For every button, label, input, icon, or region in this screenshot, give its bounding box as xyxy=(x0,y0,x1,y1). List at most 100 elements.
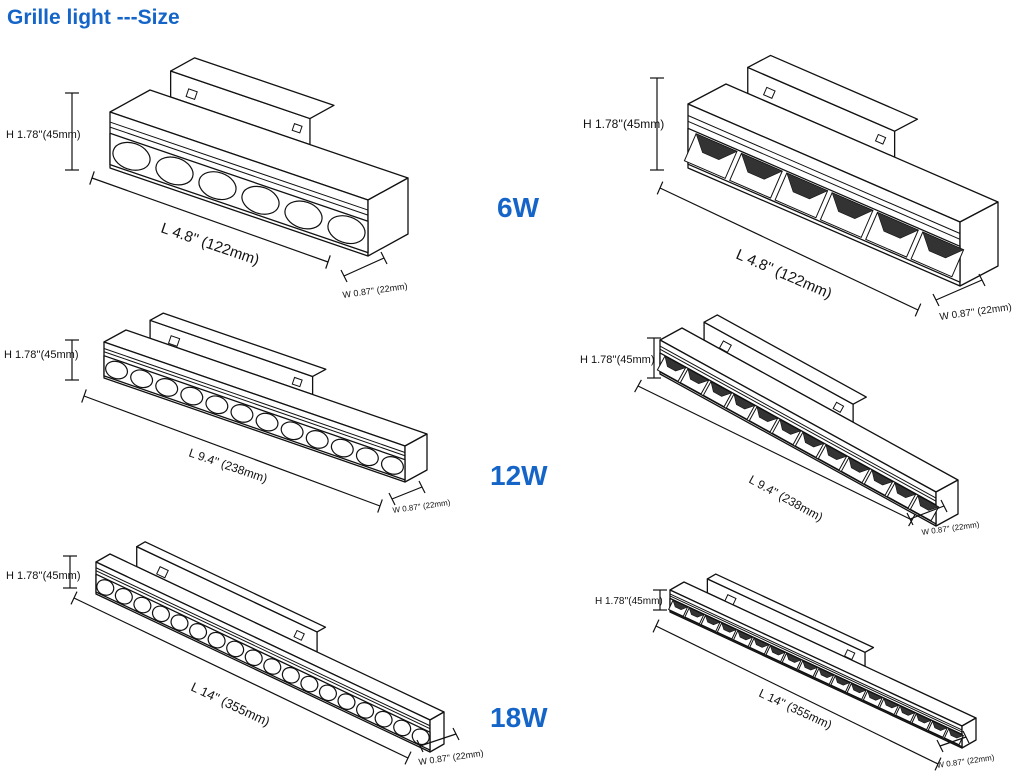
grille-cell xyxy=(817,444,848,471)
row-18w-right-fixture xyxy=(668,573,977,749)
grille-baffle xyxy=(687,368,710,385)
grille-baffle xyxy=(753,637,770,648)
height-label: H 1.78''(45mm) xyxy=(6,570,81,582)
width-dimension-tick xyxy=(380,251,388,265)
grille-baffle xyxy=(737,629,754,641)
connector-top xyxy=(169,57,335,120)
lens-icon xyxy=(393,719,412,737)
grille-cell xyxy=(749,637,770,655)
lens-icon xyxy=(226,640,245,658)
groove-line xyxy=(687,115,961,234)
row-12w-right-fixture xyxy=(656,314,959,527)
height-label: H 1.78''(45mm) xyxy=(583,117,664,131)
latch-icon xyxy=(293,629,305,641)
length-dimension-tick xyxy=(404,751,412,765)
width-dimension-tick xyxy=(962,730,970,744)
lens-icon xyxy=(327,215,366,245)
grille-cell xyxy=(729,152,783,199)
lens-icon xyxy=(155,378,179,397)
grille-cell xyxy=(895,705,916,723)
lens-icon xyxy=(198,171,237,201)
length-label: L 14'' (355mm) xyxy=(757,686,834,732)
grille-baffle xyxy=(710,380,733,397)
grille-baffle xyxy=(721,622,737,633)
length-dimension-line xyxy=(73,597,409,759)
width-dimension-line xyxy=(935,279,983,301)
lens-icon xyxy=(105,360,129,380)
lens-icon xyxy=(337,693,356,710)
length-dimension-line xyxy=(655,625,939,765)
lens-icon xyxy=(284,200,323,230)
lens-icon xyxy=(305,430,329,449)
latch-icon xyxy=(874,133,887,145)
lens-icon xyxy=(133,596,152,614)
length-dimension-tick xyxy=(652,619,660,633)
row-6w-right-fixture xyxy=(683,54,999,287)
grille-baffle xyxy=(922,231,965,259)
grille-cell xyxy=(656,355,687,382)
width-dimension-tick xyxy=(932,293,940,307)
grille-cell xyxy=(862,690,883,708)
grille-baffle xyxy=(848,456,871,473)
latch-icon xyxy=(185,88,198,101)
grille-cell xyxy=(732,629,754,648)
grille-baffle xyxy=(695,133,738,160)
length-dimension-tick xyxy=(934,757,942,771)
groove-line xyxy=(103,351,406,457)
grille-cell xyxy=(863,469,894,496)
length-dimension-tick xyxy=(325,255,331,269)
optic-strip xyxy=(103,355,406,481)
grille-baffle xyxy=(733,393,756,410)
connector-top xyxy=(149,312,327,378)
groove-line xyxy=(95,570,431,730)
grille-baffle xyxy=(688,607,705,618)
grille-cell xyxy=(846,682,867,701)
latch-icon xyxy=(291,123,303,134)
groove-line xyxy=(109,121,369,211)
lens-icon xyxy=(155,156,194,186)
latch-icon xyxy=(832,401,845,413)
grille-baffle xyxy=(894,482,917,499)
groove-line xyxy=(95,567,431,727)
length-dimension-tick xyxy=(914,303,922,317)
lens-icon xyxy=(151,605,170,623)
height-label: H 1.78''(45mm) xyxy=(6,129,81,141)
grille-baffle xyxy=(948,728,965,739)
length-dimension-tick xyxy=(908,513,916,527)
length-label: L 4.8'' (122mm) xyxy=(733,246,834,302)
grille-baffle xyxy=(883,697,900,709)
lens-icon xyxy=(189,623,208,640)
lens-icon xyxy=(112,141,151,171)
groove-line xyxy=(669,595,963,733)
grille-cell xyxy=(668,599,689,617)
grille-cell xyxy=(794,431,825,458)
length-dimension-tick xyxy=(81,389,87,403)
width-label: W 0.87'' (22mm) xyxy=(936,753,995,770)
lens-icon xyxy=(263,658,282,675)
groove-line xyxy=(687,120,961,240)
width-dimension-tick xyxy=(940,499,948,513)
body-top xyxy=(95,553,445,721)
width-dimension-line xyxy=(419,733,457,747)
grille-baffle xyxy=(785,652,802,663)
lens-icon xyxy=(241,185,280,215)
grille-cell xyxy=(865,211,919,258)
height-label: H 1.78''(45mm) xyxy=(595,596,663,607)
width-dimension-tick xyxy=(936,739,944,753)
height-label: H 1.78''(45mm) xyxy=(580,354,655,366)
width-dimension-tick xyxy=(978,273,986,287)
grille-cell xyxy=(679,368,710,395)
length-label: L 4.8'' (122mm) xyxy=(159,220,262,269)
width-dimension-tick xyxy=(452,727,460,741)
lens-icon xyxy=(130,369,154,389)
grille-cell xyxy=(814,667,835,685)
wattage-label-18w: 18W xyxy=(490,702,548,733)
lens-icon xyxy=(355,447,379,467)
latch-icon xyxy=(291,376,303,388)
lens-icon xyxy=(318,684,337,702)
grille-cell xyxy=(878,697,900,716)
connector-top xyxy=(747,54,919,132)
length-dimension-line xyxy=(83,395,381,507)
grille-cell xyxy=(927,720,948,738)
